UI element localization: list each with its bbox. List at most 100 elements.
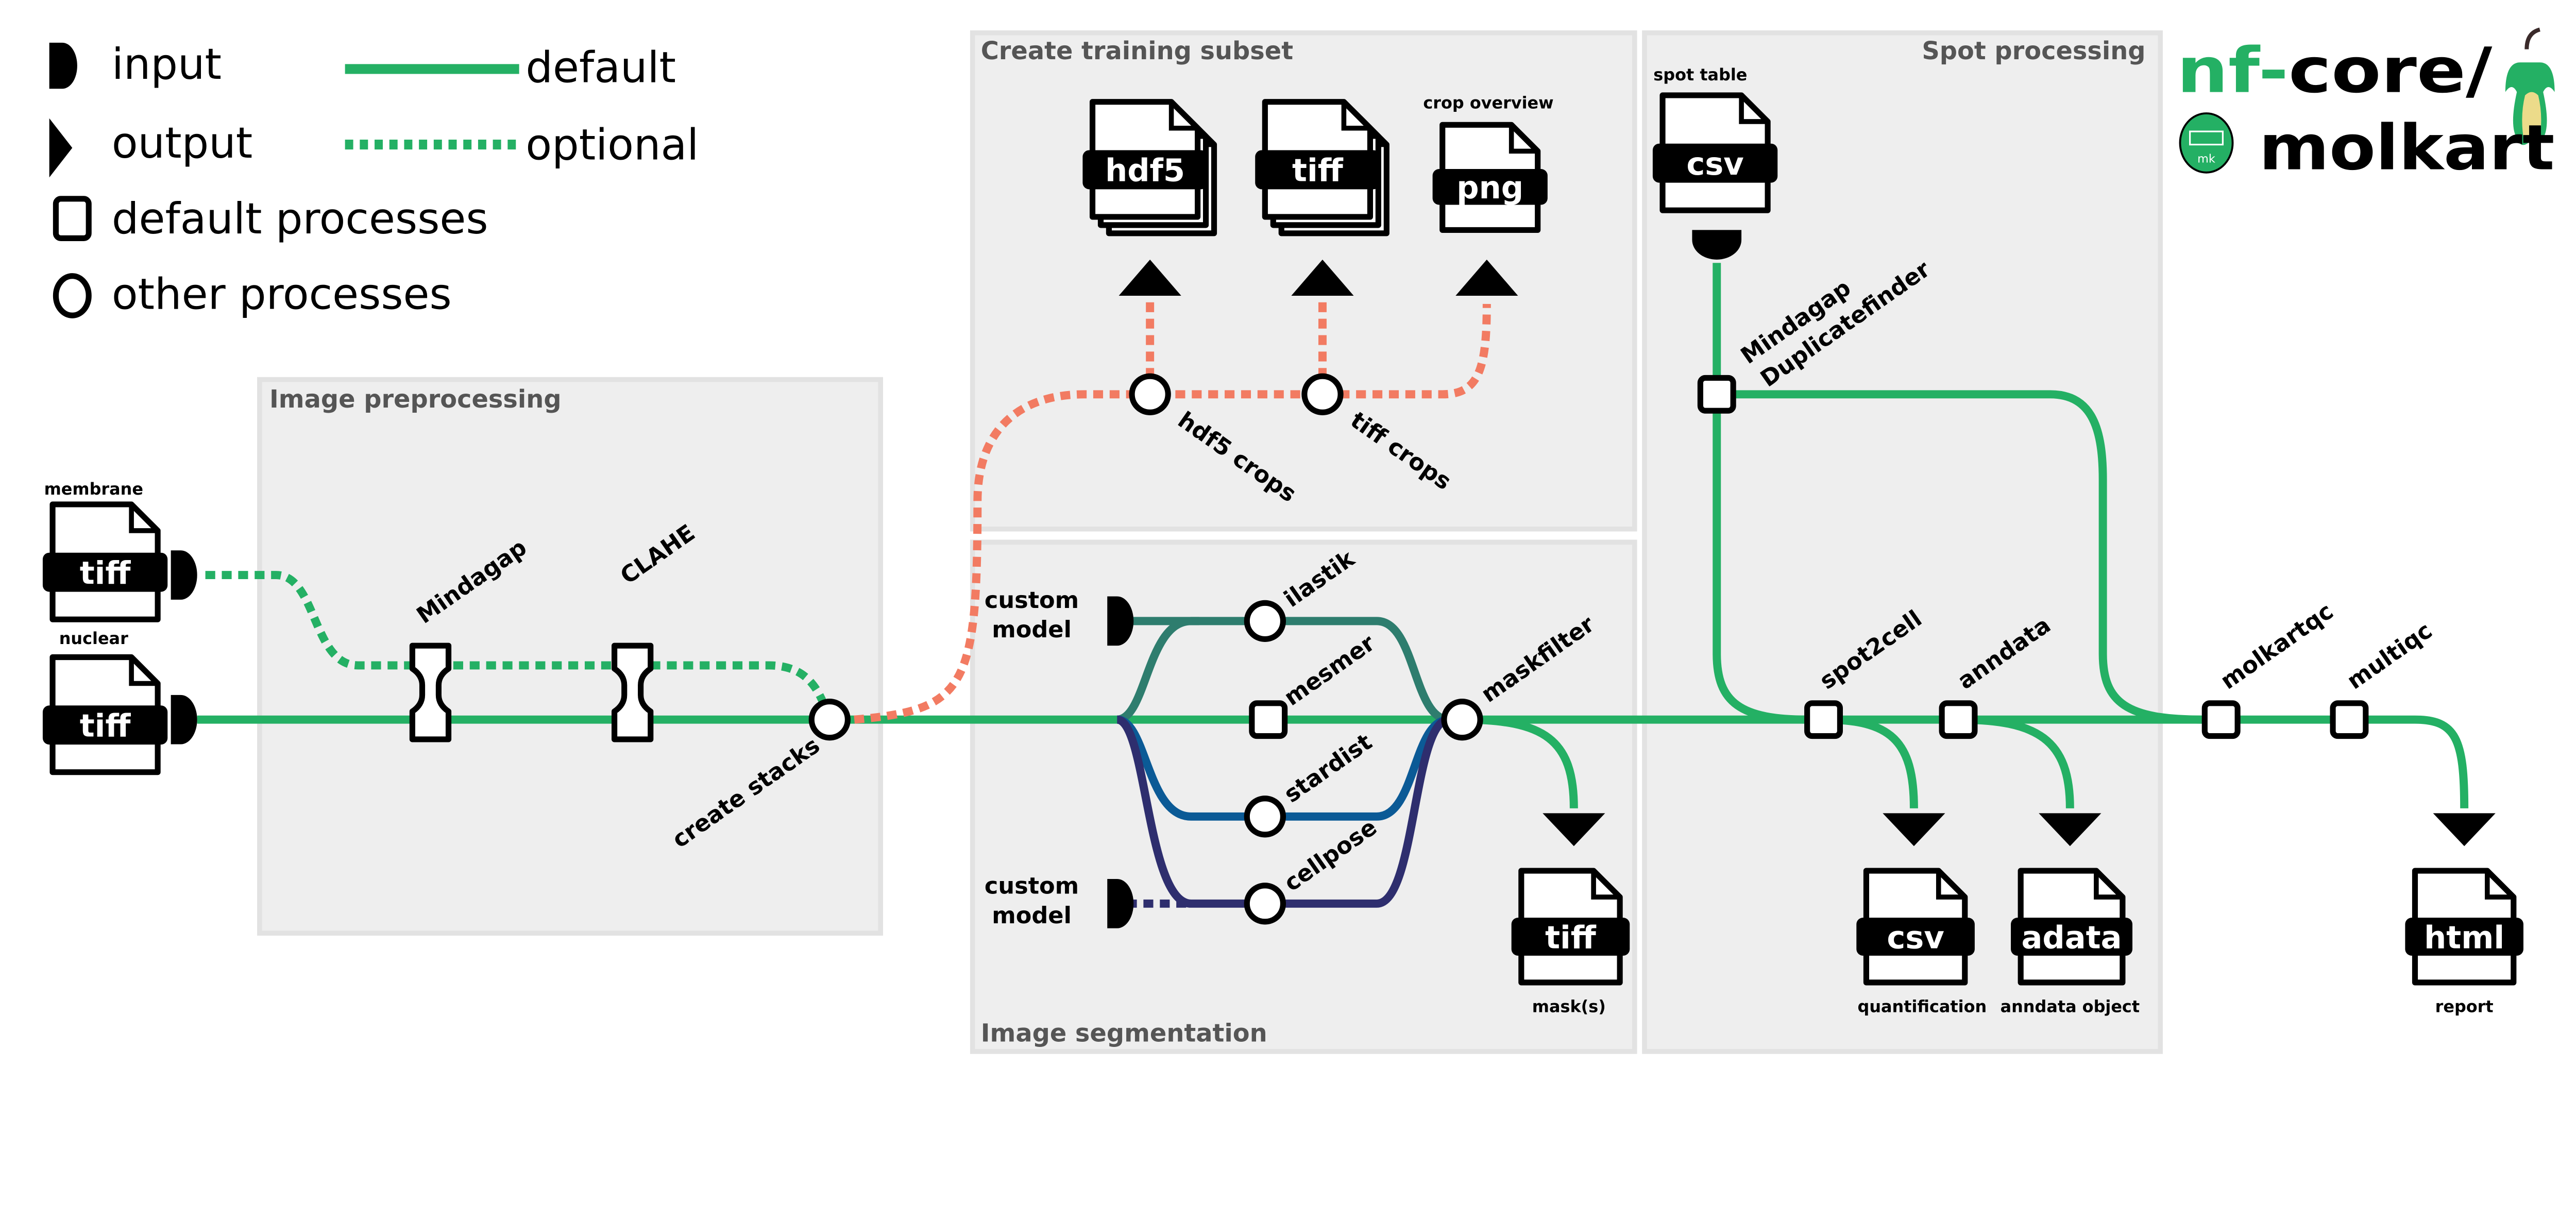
file-format-label: tiff xyxy=(1545,920,1597,956)
duplicatefinder-qc-line xyxy=(1717,390,2201,724)
quantification-label: quantification xyxy=(1858,996,1987,1016)
membrane-tiff-file: tiff xyxy=(42,501,168,622)
training-subset-line xyxy=(854,303,1491,724)
pipeline-lines xyxy=(197,263,2469,908)
file-fold xyxy=(129,504,158,533)
nf-core-molkart-logo: nf-core/ mk molkart xyxy=(2177,27,2555,184)
mask-output-icon xyxy=(1543,813,1605,847)
nuclear-input-icon xyxy=(171,695,197,745)
ilastik-process[interactable] xyxy=(1244,600,1286,642)
svg-text:nf-core/: nf-core/ xyxy=(2177,35,2493,107)
molkartqc-label: molkartqc xyxy=(2215,598,2338,695)
spot-table-label: spot table xyxy=(1653,65,1747,84)
output-icon xyxy=(49,118,73,178)
spot-table-csv-file: csv xyxy=(1652,92,1778,213)
file-format-band xyxy=(1856,918,1975,956)
spot-line xyxy=(1713,263,1807,724)
file-format-band xyxy=(42,705,168,745)
custom-model-input-icon xyxy=(1107,596,1134,646)
hdf5-output-icon xyxy=(1118,259,1181,296)
tiff-crops-file: tiff xyxy=(1255,99,1389,236)
membrane-optional-line xyxy=(205,571,834,721)
legend-input: input xyxy=(112,39,222,89)
section-title: Create training subset xyxy=(981,37,1293,65)
logo-molkart: molkart xyxy=(2259,111,2555,184)
legend-default-processes: default processes xyxy=(112,194,488,244)
input-icon xyxy=(1692,230,1742,260)
file-format-label: tiff xyxy=(80,555,131,591)
legend: input output default processes other pro… xyxy=(49,39,699,319)
input-icon xyxy=(49,42,77,89)
molkart-badge-icon: mk xyxy=(2179,112,2234,174)
multiqc-label: multiqc xyxy=(2342,617,2437,695)
maskfilter-process[interactable] xyxy=(1441,699,1483,741)
apple-core-icon xyxy=(2505,27,2555,145)
other-process-icon xyxy=(53,273,92,318)
badge-text: mk xyxy=(2197,153,2215,166)
logo-prefix: nf- xyxy=(2177,35,2289,107)
file-format-band xyxy=(1432,169,1548,205)
file-format-band xyxy=(1255,150,1380,190)
adata-output-icon xyxy=(2039,813,2102,847)
file-format-label: csv xyxy=(1686,146,1743,182)
file-format-label: png xyxy=(1456,170,1523,206)
multiqc-process[interactable] xyxy=(2330,700,2369,739)
anndata-object-file: adata xyxy=(2011,868,2133,986)
tiff-output-icon xyxy=(1291,259,1354,296)
report-html-file: html xyxy=(2405,868,2523,986)
anndata-process[interactable] xyxy=(1939,700,1978,739)
clahe-process[interactable] xyxy=(612,642,654,742)
file-fold xyxy=(1936,871,1965,900)
mindagap-process[interactable] xyxy=(409,642,452,742)
cellpose-process[interactable] xyxy=(1244,883,1286,925)
quant-output-icon xyxy=(1883,813,1945,847)
membrane-input-icon xyxy=(171,550,197,600)
section-title: Image preprocessing xyxy=(269,385,562,414)
logo-core: core/ xyxy=(2289,35,2493,107)
anndata-object-label: anndata object xyxy=(2001,996,2140,1016)
file-fold xyxy=(2485,871,2514,900)
membrane-label: membrane xyxy=(44,479,143,499)
file-format-band xyxy=(42,552,168,592)
file-format-band xyxy=(2011,918,2133,956)
tiff-crops-process[interactable] xyxy=(1301,373,1344,415)
nuclear-tiff-file: tiff xyxy=(42,654,168,775)
mask-tiff-file: tiff xyxy=(1511,868,1630,986)
main-default-line xyxy=(197,715,2469,808)
spot2cell-process[interactable] xyxy=(1804,700,1843,739)
file-format-band xyxy=(1511,918,1630,956)
hdf5-crops-process[interactable] xyxy=(1129,373,1171,415)
molkartqc-process[interactable] xyxy=(2201,700,2241,739)
mindagap-duplicatefinder-process[interactable] xyxy=(1697,375,1736,414)
file-fold xyxy=(1739,95,1768,124)
file-fold xyxy=(1591,871,1620,900)
create-stacks-process[interactable] xyxy=(808,699,851,741)
file-format-label: adata xyxy=(2022,920,2122,956)
file-format-label: tiff xyxy=(80,708,131,745)
file-fold xyxy=(1168,102,1198,131)
mask-label: mask(s) xyxy=(1532,996,1606,1016)
file-fold xyxy=(2094,871,2123,900)
file-format-band xyxy=(2405,918,2523,956)
file-format-band xyxy=(1652,143,1778,183)
stardist-process[interactable] xyxy=(1244,796,1286,838)
section-image-preprocessing: Image preprocessing xyxy=(257,377,883,936)
legend-optional: optional xyxy=(526,120,699,170)
default-process-icon xyxy=(53,196,92,241)
legend-other-processes: other processes xyxy=(112,269,452,319)
metro-map-diagram: Image preprocessing Create training subs… xyxy=(42,27,2555,1054)
legend-output: output xyxy=(112,118,252,168)
report-output-icon xyxy=(2433,813,2496,847)
adata-output-line xyxy=(1958,715,2074,808)
crop-overview-label: crop overview xyxy=(1423,93,1553,112)
file-format-label: html xyxy=(2424,920,2504,956)
file-format-label: tiff xyxy=(1292,153,1344,189)
nuclear-label: nuclear xyxy=(59,629,128,648)
crop-overview-png-file: png xyxy=(1432,122,1548,233)
hdf5-crops-file: hdf5 xyxy=(1082,99,1217,236)
file-format-band xyxy=(1082,150,1208,190)
mesmer-process[interactable] xyxy=(1249,700,1288,739)
